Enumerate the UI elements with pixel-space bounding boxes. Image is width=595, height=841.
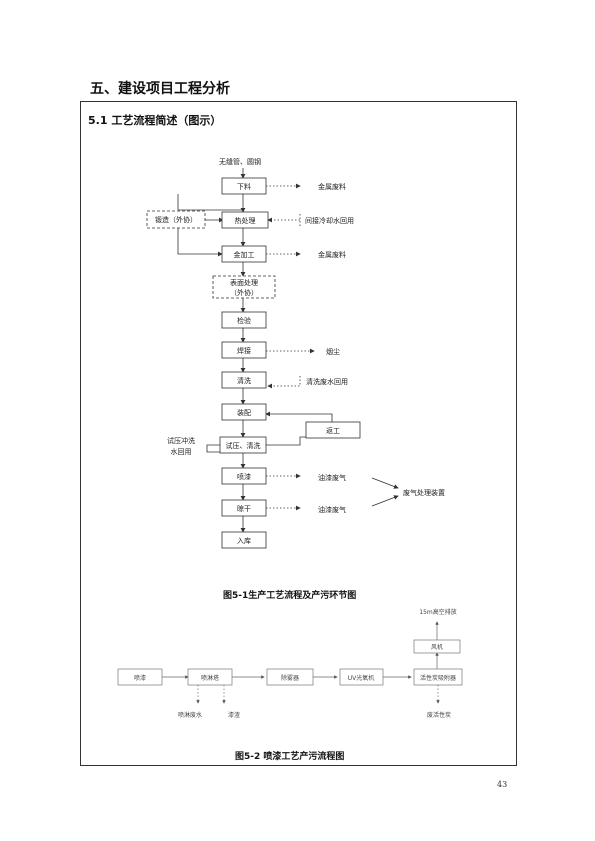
step-surface-label-2: （外协） <box>230 288 258 297</box>
step-store-label: 入库 <box>237 536 251 545</box>
step-heat-box <box>221 211 269 229</box>
content-frame <box>80 101 517 766</box>
page-number: 43 <box>497 780 508 789</box>
step-weld-box <box>221 341 267 359</box>
f2-tower-water-label: 喷淋废水 <box>178 711 202 719</box>
step-heat-label: 热处理 <box>235 216 256 225</box>
step-inspect-label: 检验 <box>237 316 251 325</box>
f2-spray-label: 喷漆 <box>134 674 146 682</box>
step-assemble-label: 装配 <box>237 408 251 417</box>
section-heading: 五、建设项目工程分析 <box>90 81 230 97</box>
step-machine-label: 金加工 <box>234 250 255 259</box>
f2-exhaust-label: 15m高空排放 <box>419 608 456 616</box>
step-spray-label: 喷漆 <box>237 472 251 481</box>
step-cut-label: 下料 <box>237 182 251 191</box>
weld-dust-label: 烟尘 <box>326 347 340 356</box>
step-weld-label: 焊接 <box>237 346 251 355</box>
dry-gas-label: 油漆废气 <box>318 505 346 514</box>
subsection-heading: 5.1 工艺流程简述（图示） <box>88 114 222 127</box>
f2-demister-label: 除雾器 <box>281 674 299 682</box>
step-test-box <box>219 436 267 454</box>
f2-uv-label: UV光氧机 <box>348 674 375 682</box>
f2-demister-box <box>266 668 314 686</box>
step-forge-box <box>146 210 206 229</box>
test-water-label-2: 水回用 <box>171 447 192 456</box>
f2-sludge-label: 漆渣 <box>228 711 240 719</box>
step-machine-box <box>221 245 267 263</box>
f2-tower-label: 喷淋塔 <box>201 674 219 682</box>
input-label: 无缝管、圆钢 <box>219 157 261 166</box>
step-spray-box <box>221 467 267 485</box>
step-clean-box <box>221 371 267 389</box>
f2-carbon-box <box>413 668 463 686</box>
step-inspect-box <box>221 311 267 329</box>
f2-carbon-label: 活性炭吸附器 <box>420 674 456 682</box>
f2-fan-box <box>413 639 461 654</box>
figure-5-2-caption: 图5-2 喷漆工艺产污流程图 <box>235 752 345 762</box>
step-cut-box <box>221 177 267 195</box>
step-clean-label: 清洗 <box>237 376 251 385</box>
f2-spray-box <box>117 668 163 686</box>
f2-fan-label: 风机 <box>431 643 443 651</box>
step-surface-box <box>212 275 276 299</box>
f2-carbon-waste-label: 废活性炭 <box>427 711 451 719</box>
step-forge-label: 锻造（外协） <box>155 215 197 224</box>
gas-treatment-label: 废气处理装置 <box>403 488 445 497</box>
test-water-label-1: 试压冲洗 <box>167 436 195 445</box>
step-store-box <box>221 531 267 549</box>
step-surface-label-1: 表面处理 <box>230 278 258 287</box>
heat-water-label: 间接冷却水回用 <box>305 216 354 225</box>
f2-uv-box <box>339 668 384 686</box>
step-dry-label: 晾干 <box>237 504 251 513</box>
f2-tower-box <box>187 668 233 686</box>
clean-water-label: 清洗废水回用 <box>306 377 348 386</box>
step-rework-box <box>305 421 361 439</box>
step-rework-label: 返工 <box>326 427 340 435</box>
figure-5-1-caption: 图5-1生产工艺流程及产污环节图 <box>223 591 357 601</box>
cut-waste-label: 金属废料 <box>318 182 346 191</box>
spray-gas-label: 油漆废气 <box>318 473 346 482</box>
step-assemble-box <box>221 403 267 421</box>
step-dry-box <box>221 499 267 517</box>
machine-waste-label: 金属废料 <box>318 250 346 259</box>
step-test-label: 试压、清洗 <box>226 441 261 450</box>
